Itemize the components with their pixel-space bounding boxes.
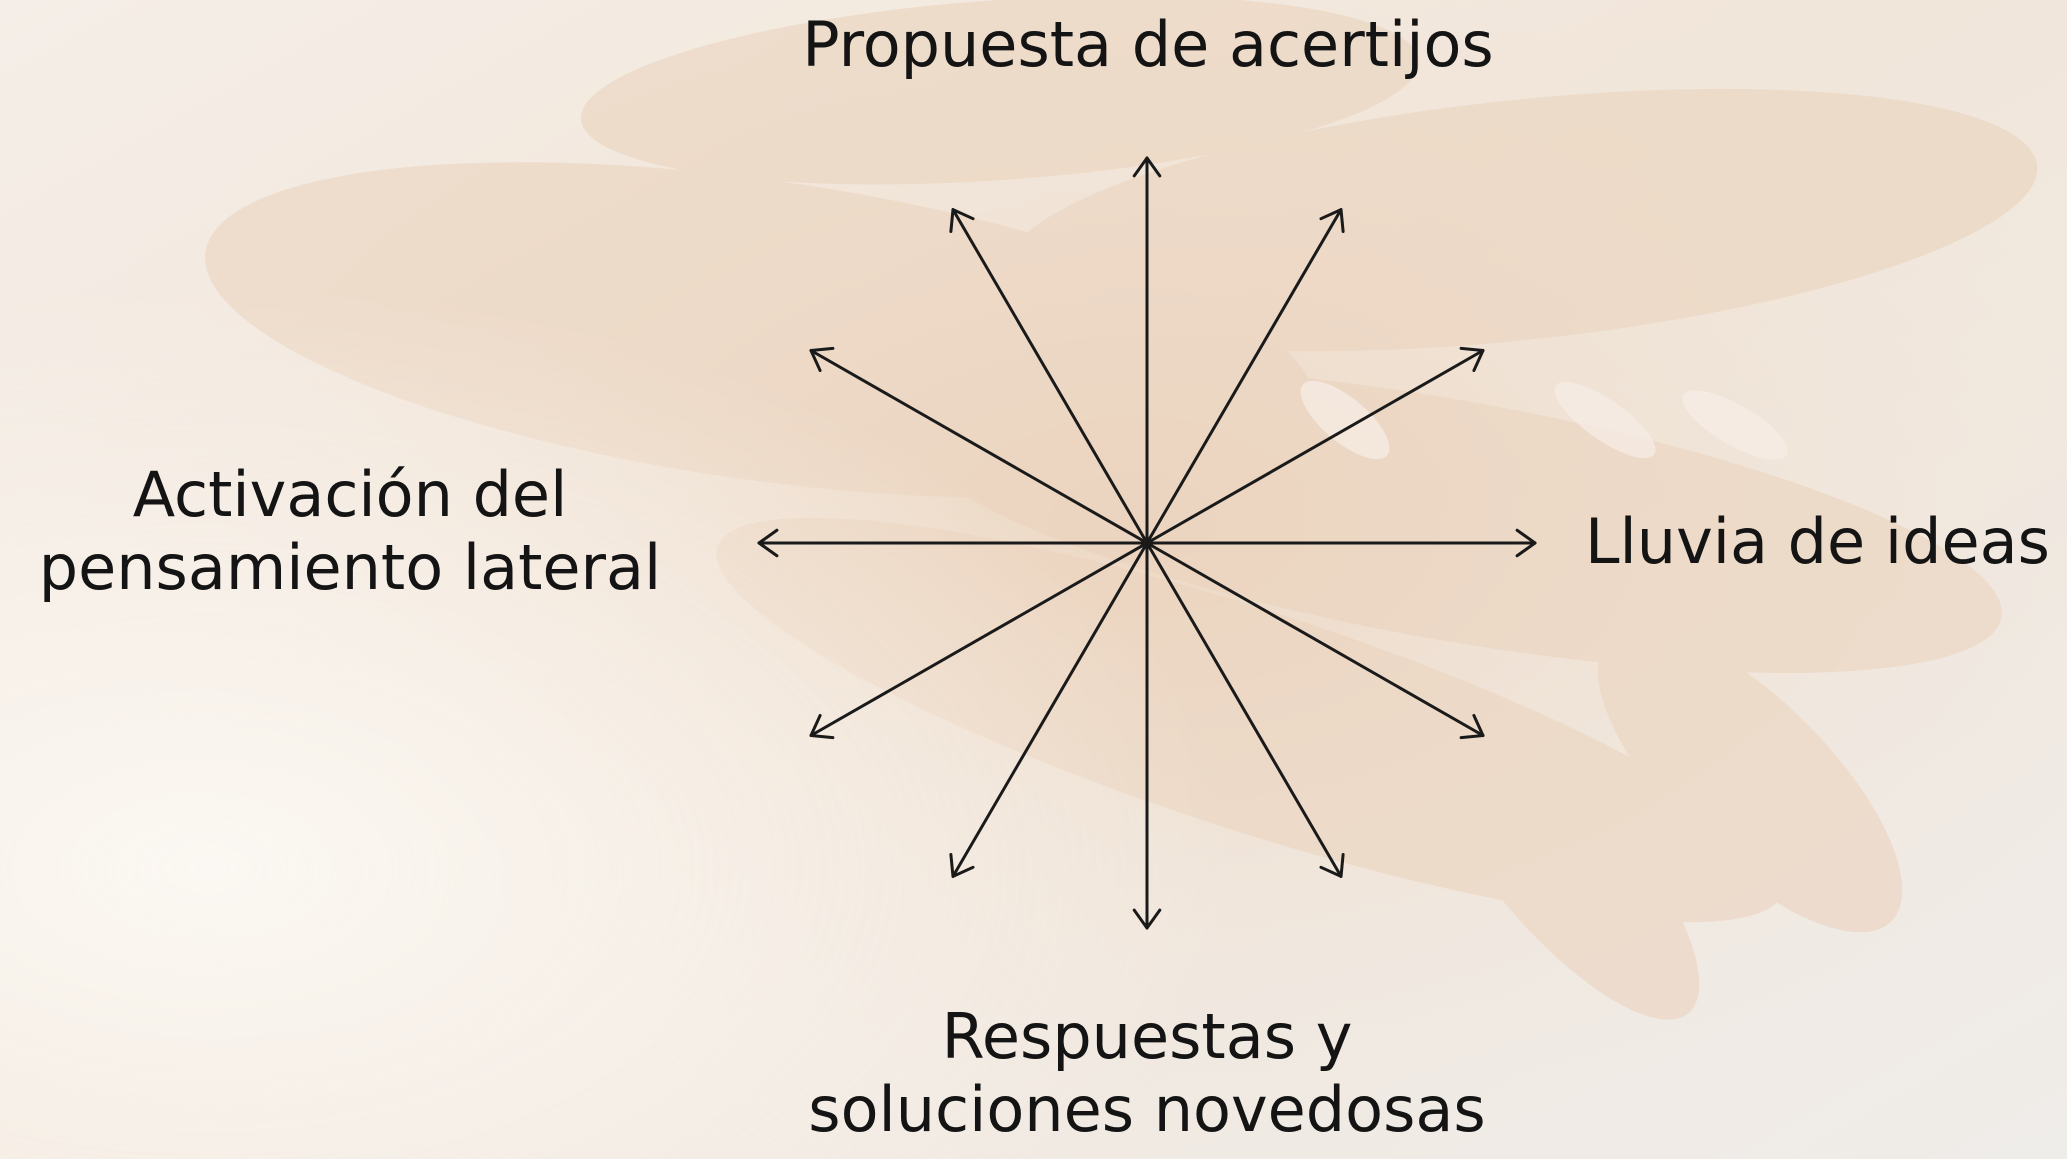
arrow xyxy=(949,208,1149,545)
arrow xyxy=(1145,346,1485,545)
arrow xyxy=(949,541,1149,878)
arrow xyxy=(1145,528,1537,558)
label-line: Activación del xyxy=(132,458,568,531)
arrow xyxy=(1145,208,1345,545)
label-line: pensamiento lateral xyxy=(38,531,662,605)
label-activacion-pensamiento-lateral: Activación del pensamiento lateral xyxy=(20,458,680,604)
label-line: Respuestas y xyxy=(941,1000,1353,1073)
label-propuesta-de-acertijos: Propuesta de acertijos xyxy=(793,8,1503,81)
arrow xyxy=(757,528,1149,558)
arrow xyxy=(809,541,1149,740)
label-line: Propuesta de acertijos xyxy=(802,8,1494,81)
arrow xyxy=(809,346,1149,545)
label-line: Lluvia de ideas xyxy=(1585,505,2050,578)
label-line: soluciones novedosas xyxy=(808,1073,1486,1147)
arrow xyxy=(1132,156,1162,545)
label-respuestas-y-soluciones: Respuestas y soluciones novedosas xyxy=(747,1000,1547,1146)
arrow xyxy=(1145,541,1345,878)
arrow xyxy=(1132,541,1162,930)
label-lluvia-de-ideas: Lluvia de ideas xyxy=(1585,505,2065,578)
arrow xyxy=(1145,541,1485,740)
